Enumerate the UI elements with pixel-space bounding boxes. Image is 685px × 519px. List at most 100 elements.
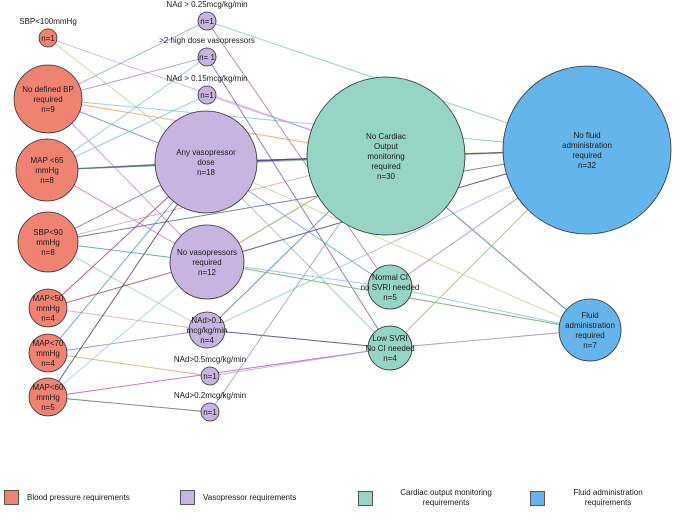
node-label-noco-2: monitoring	[367, 152, 404, 161]
node-circle-nofluid	[502, 65, 672, 235]
link-map60-lowsvri	[47, 347, 391, 398]
legend: Blood pressure requirements Vasopressor …	[0, 478, 685, 519]
link-nodefbp-novp	[47, 98, 208, 263]
node-label-nad015-1: n=1	[200, 91, 214, 100]
node-label-anyvp-0: Any vasopressor	[176, 148, 236, 157]
node-label-nad02-0: NAd>0.2mcg/kg/min	[174, 391, 246, 400]
legend-swatch-fluid	[530, 490, 545, 506]
node-label-map60-1: mmHg	[36, 393, 60, 402]
node-label-noco-3: required	[371, 162, 400, 171]
node-sbp100: SBP<100mmHg n=1	[19, 17, 77, 48]
node-label-anyvp-2: n=18	[197, 168, 216, 177]
node-label-normci-2: n=5	[383, 293, 397, 302]
node-label-sbp100-0: SBP<100mmHg	[19, 17, 77, 26]
node-circle-noco	[306, 76, 466, 236]
node-label-nofluid-3: n=32	[578, 161, 597, 170]
node-label-nofluid-2: required	[572, 151, 601, 160]
node-label-lowsvri-1: No CI needed	[365, 344, 414, 353]
legend-label-cardiac-output: Cardiac output monitoring requirements	[400, 488, 492, 507]
node-circle-lowsvri	[367, 325, 413, 371]
legend-item-blood-pressure: Blood pressure requirements	[4, 490, 130, 505]
node-label-nad01-1: mcg/kg/min	[187, 326, 228, 335]
legend-swatch-cardiac-output	[358, 490, 373, 506]
node-label-nad05-1: n=1	[203, 372, 217, 381]
link-anyvp-fluid	[205, 161, 591, 331]
node-label-lowsvri-2: n=4	[383, 354, 397, 363]
node-label-nofluid-1: administration	[562, 141, 612, 150]
node-label-fluid-3: n=7	[583, 341, 597, 350]
node-label-map65-1: mmHg	[35, 166, 59, 175]
link-normci-fluid	[389, 286, 591, 331]
legend-item-cardiac-output: Cardiac output monitoring requirements	[358, 488, 511, 508]
node-label-map70-2: n=4	[41, 359, 55, 368]
node-circle-sbp90	[17, 211, 79, 273]
node-label-sbp90-1: mmHg	[36, 238, 60, 247]
link-map70-nad01	[47, 329, 208, 354]
legend-label-blood-pressure: Blood pressure requirements	[27, 492, 130, 502]
node-circle-hd2	[197, 47, 217, 67]
node-circle-nad02	[200, 402, 220, 422]
node-label-hd2-0: >2 high dose vasopressors	[159, 36, 255, 45]
node-label-map60-0: MAP<60	[33, 383, 64, 392]
node-label-nad02-1: n=1	[203, 408, 217, 417]
node-circle-map70	[28, 333, 68, 373]
link-map60-nad02	[47, 396, 211, 413]
node-circle-anyvp	[154, 110, 258, 214]
node-label-sbp100-1: n=1	[41, 34, 55, 43]
node-label-nodefbp-0: No defined BP	[22, 85, 74, 94]
node-label-normci-1: no SVRI needed	[361, 283, 420, 292]
node-label-map70-0: MAP<70	[33, 339, 64, 348]
node-label-nad01-2: n=4	[200, 336, 214, 345]
node-circle-sbp100	[38, 28, 58, 48]
node-label-normci-0: Normal CI	[372, 273, 408, 282]
node-label-nodefbp-1: required	[33, 95, 62, 104]
node-label-noco-4: n=30	[377, 172, 396, 181]
node-circle-nad05	[200, 366, 220, 386]
node-label-novp-1: required	[192, 258, 221, 267]
node-label-map60-2: n=5	[41, 403, 55, 412]
node-label-nad015-0: NAd > 0.15mcg/kg/min	[166, 74, 247, 83]
legend-swatch-blood-pressure	[4, 490, 19, 505]
node-label-hd2-1: n= 1	[199, 53, 215, 62]
node-label-fluid-1: administration	[565, 321, 615, 330]
node-label-fluid-0: Fluid	[581, 311, 598, 320]
node-label-novp-2: n=12	[198, 268, 217, 277]
link-map50-nad01	[47, 307, 208, 331]
node-label-lowsvri-0: Low SVRI	[372, 334, 408, 343]
node-label-map70-1: mmHg	[36, 349, 60, 358]
legend-item-fluid: Fluid administration requirements	[530, 488, 663, 508]
node-circle-normci	[367, 264, 413, 310]
node-label-map50-2: n=4	[41, 314, 55, 323]
node-label-map50-0: MAP<50	[33, 294, 64, 303]
node-circle-novp	[169, 224, 245, 300]
node-label-nad01-0: NAd>0.1	[191, 316, 223, 325]
node-circle-map65	[15, 138, 79, 202]
node-circle-nad01	[188, 311, 226, 349]
node-label-nad025-0: NAd > 0.25mcg/kg/min	[166, 0, 247, 9]
node-label-sbp90-0: SBP<90	[33, 228, 63, 237]
legend-item-vasopressor: Vasopressor requirements	[180, 490, 296, 505]
node-label-sbp90-2: n=8	[41, 248, 55, 257]
link-lowsvri-fluid	[389, 329, 591, 349]
node-circle-map50	[28, 288, 68, 328]
link-nad025-normci	[206, 20, 391, 288]
node-label-noco-0: No Cardiac	[366, 132, 406, 141]
link-nad05-lowsvri	[209, 347, 391, 377]
node-label-map50-1: mmHg	[36, 304, 60, 313]
link-layer	[46, 20, 591, 413]
legend-label-vasopressor: Vasopressor requirements	[203, 492, 297, 502]
